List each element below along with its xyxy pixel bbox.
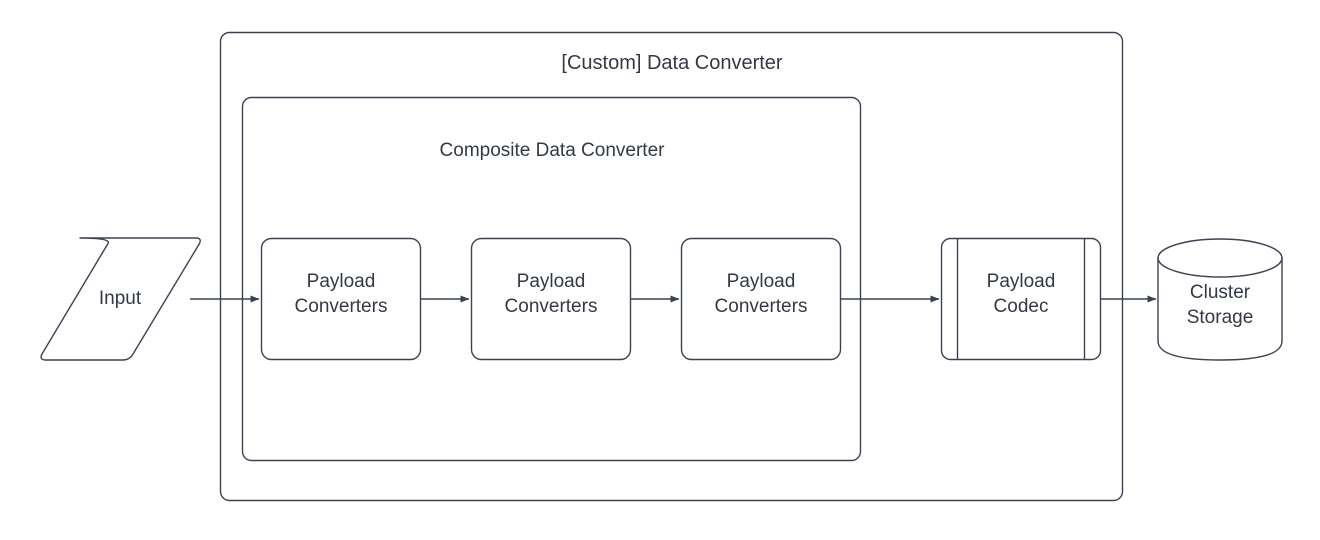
node-cluster-storage-shape[interactable] — [1157, 238, 1283, 361]
node-payload-converters-3-shape[interactable] — [680, 237, 842, 361]
node-payload-codec-shape[interactable] — [940, 237, 1102, 361]
node-payload-converters-1-shape[interactable] — [260, 237, 422, 361]
node-input-shape[interactable] — [40, 237, 201, 361]
node-payload-converters-2-shape[interactable] — [470, 237, 632, 361]
